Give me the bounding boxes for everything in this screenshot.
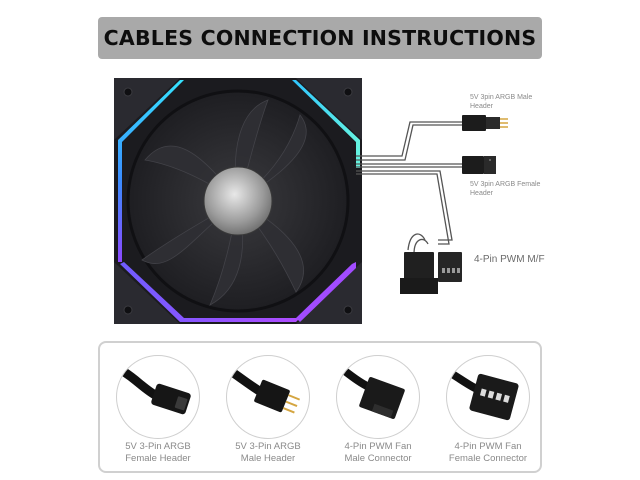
argb-female-plug-icon [117,365,191,415]
title-banner: CABLES CONNECTION INSTRUCTIONS [98,17,542,59]
argb-female-header [462,156,496,174]
page-title: CABLES CONNECTION INSTRUCTIONS [103,26,537,50]
caption-line2: Male Header [240,453,296,464]
pwm-male-plug-icon [337,364,405,419]
label-argb-male-line1: 5V 3pin ARGB Male [470,94,533,101]
connector-argb-male: 5V 3-Pin ARGB Male Header [218,355,318,465]
connector-pwm-female: 4-Pin PWM Fan Female Connector [438,355,538,465]
connector-pwm-male: 4-Pin PWM Fan Male Connector [328,355,428,465]
caption-line1: 5V 3-Pin ARGB [235,441,301,452]
fan-blades [126,89,350,313]
connector-argb-male-caption: 5V 3-Pin ARGB Male Header [218,441,318,465]
connector-argb-female: 5V 3-Pin ARGB Female Header [108,355,208,465]
caption-line1: 4-Pin PWM Fan [454,441,522,452]
fan-hub [204,167,272,235]
label-argb-female-line1: 5V 3pin ARGB Female [470,181,541,188]
caption-line2: Female Header [125,453,191,464]
connector-pwm-male-image [336,355,420,439]
connector-pwm-female-image [446,355,530,439]
argb-male-header [462,115,508,131]
connector-argb-female-caption: 5V 3-Pin ARGB Female Header [108,441,208,465]
pwm-connectors [400,233,462,294]
caption-line2: Female Connector [448,453,528,464]
fan-diagram [114,78,508,324]
label-pwm: 4-Pin PWM M/F [474,254,545,265]
rgb-light-strips [118,80,360,322]
caption-line2: Male Connector [344,453,412,464]
label-argb-male-line2: Header [470,103,493,110]
pwm-female-plug-icon [447,368,519,421]
connector-argb-male-image [226,355,310,439]
fan-cables [356,121,462,245]
label-argb-male: 5V 3pin ARGB Male Header [470,93,532,111]
connector-pwm-female-caption: 4-Pin PWM Fan Female Connector [438,441,538,465]
label-argb-female: 5V 3pin ARGB Female Header [470,180,540,198]
connector-panel [98,341,542,473]
label-argb-female-line2: Header [470,190,493,197]
caption-line1: 5V 3-Pin ARGB [125,441,191,452]
connector-argb-female-image [116,355,200,439]
argb-male-plug-icon [227,365,301,414]
caption-line1: 4-Pin PWM Fan [344,441,412,452]
connector-pwm-male-caption: 4-Pin PWM Fan Male Connector [328,441,428,465]
screw-holes [123,87,353,315]
